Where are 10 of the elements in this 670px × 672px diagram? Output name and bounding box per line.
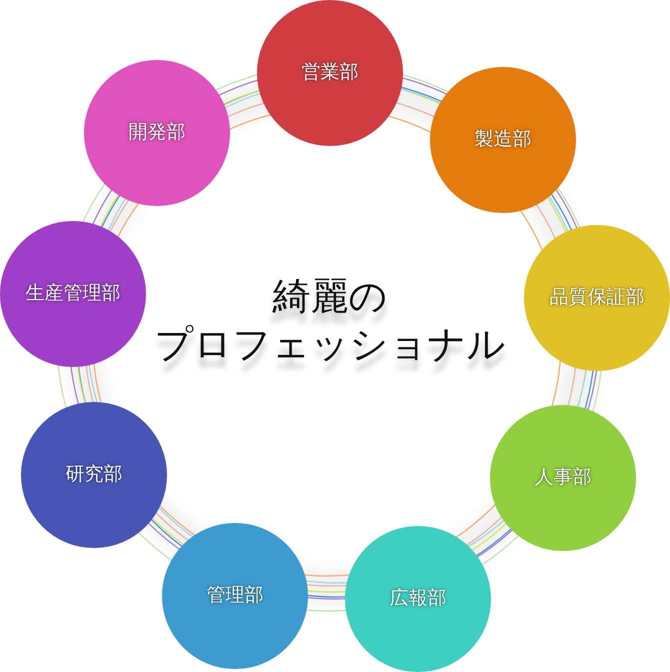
department-circle: 製造部: [430, 67, 576, 213]
department-circle: 品質保証部: [524, 225, 670, 371]
department-circle: 管理部: [162, 523, 308, 669]
department-circle: 営業部: [257, 0, 403, 146]
department-circle: 広報部: [345, 526, 491, 672]
department-circle: 開発部: [84, 60, 230, 206]
heading-text: 綺麗のプロフェッショナル: [154, 273, 507, 368]
department-circle: 人事部: [490, 405, 636, 551]
department-circle: 生産管理部: [0, 221, 146, 367]
department-circle: 研究部: [21, 402, 167, 548]
